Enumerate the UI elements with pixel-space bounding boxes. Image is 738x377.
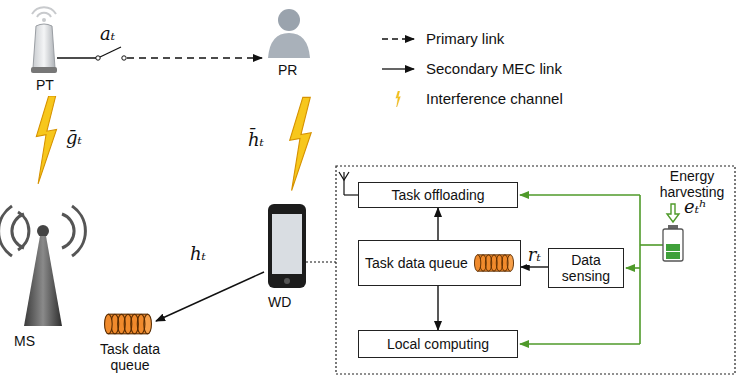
legend-text: Primary link xyxy=(426,30,504,48)
legend-sample xyxy=(380,91,416,107)
box-label: Task data queue xyxy=(365,255,468,271)
energy-label: eₜʰ xyxy=(684,197,707,217)
process-box: Task data queue xyxy=(358,240,521,286)
legend-row: Secondary MEC link xyxy=(380,60,562,78)
switch-label: aₜ xyxy=(100,24,115,44)
channel-label: h̄ₜ xyxy=(248,130,264,150)
flow-arrow xyxy=(437,208,438,240)
queue-icon xyxy=(474,252,514,274)
legend-text: Secondary MEC link xyxy=(426,60,562,78)
node-name: PR xyxy=(278,62,297,78)
legend-row: Primary link xyxy=(380,30,504,48)
energy-label: Energy harvesting xyxy=(650,168,734,200)
box-label: Local computing xyxy=(387,336,489,352)
channel-label: hₜ xyxy=(190,244,206,264)
flow-arrow xyxy=(521,266,548,267)
process-box: Task offloading xyxy=(358,182,518,208)
node-name: MS xyxy=(14,333,35,349)
legend-sample xyxy=(380,61,416,77)
edge-label: rₜ xyxy=(527,245,542,265)
process-box: Data sensing xyxy=(548,248,624,288)
flow-arrow xyxy=(437,286,438,330)
channel-label: ḡₜ xyxy=(66,128,82,148)
legend-row: Interference channel xyxy=(380,90,563,108)
box-label: Data sensing xyxy=(555,252,617,284)
queue-label: Task data queue xyxy=(84,341,176,373)
process-box: Local computing xyxy=(358,330,518,358)
node-name: PT xyxy=(36,77,54,93)
legend-text: Interference channel xyxy=(426,90,563,108)
box-label: Task offloading xyxy=(391,187,484,203)
node-name: WD xyxy=(268,294,291,310)
legend-sample xyxy=(380,31,416,47)
